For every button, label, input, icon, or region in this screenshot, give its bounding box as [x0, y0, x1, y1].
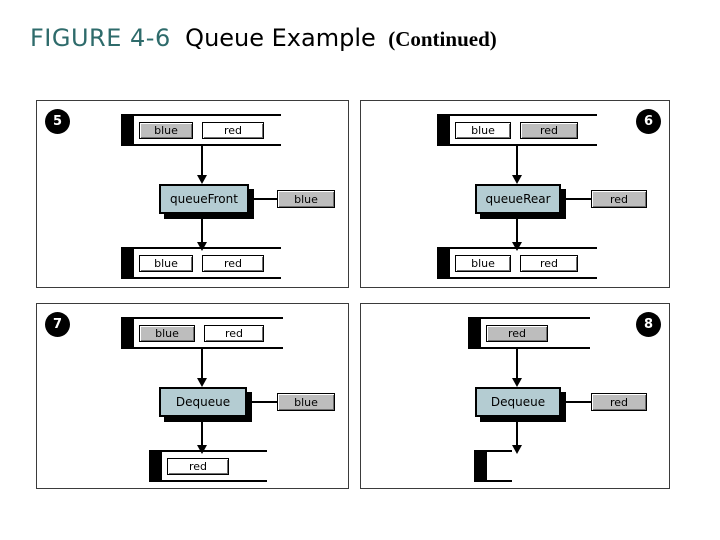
- arrow-down-to-process: [197, 349, 207, 387]
- queue-end-bar: [468, 317, 481, 349]
- figure-panel-5: 5 blue red queueFront blue blue red: [36, 100, 349, 288]
- queue-cells: blue red: [139, 252, 277, 274]
- queue-end-bar: [121, 114, 134, 146]
- queue-cell: red: [202, 121, 264, 139]
- queue-cell: blue: [139, 254, 193, 272]
- output-chip: red: [591, 393, 647, 411]
- bottom-queue: blue red: [121, 247, 281, 279]
- arrow-head: [197, 175, 207, 184]
- queue-bottom-rail: [437, 277, 597, 279]
- queue-end-bar: [121, 317, 134, 349]
- queue-cells: blue red: [139, 322, 279, 344]
- figure-panel-8: 8 red Dequeue red: [360, 303, 670, 489]
- queue-cells: red: [167, 455, 263, 477]
- queue-bottom-rail: [121, 347, 283, 349]
- process-box[interactable]: Dequeue: [475, 387, 561, 417]
- queue-cells: blue red: [455, 252, 593, 274]
- top-queue: blue red: [437, 114, 597, 146]
- figure-panel-6: 6 blue red queueRear red blue red: [360, 100, 670, 288]
- queue-bottom-rail: [474, 480, 512, 482]
- queue-bottom-rail: [149, 480, 267, 482]
- arrow-stem: [250, 198, 287, 200]
- arrow-stem: [201, 217, 203, 242]
- arrow-head: [512, 378, 522, 387]
- arrow-stem: [562, 198, 597, 200]
- top-queue: red: [468, 317, 590, 349]
- queue-bottom-rail: [121, 277, 281, 279]
- bottom-queue: blue red: [437, 247, 597, 279]
- figure-panel-7: 7 blue red Dequeue blue red: [36, 303, 349, 489]
- queue-top-rail: [121, 114, 281, 116]
- process-box[interactable]: queueFront: [159, 184, 249, 214]
- arrow-stem: [516, 420, 518, 445]
- arrow-stem: [516, 217, 518, 242]
- figure-continued-note: (Continued): [388, 27, 497, 51]
- output-chip: blue: [277, 190, 335, 208]
- arrow-stem: [516, 146, 518, 175]
- queue-end-bar: [149, 450, 162, 482]
- arrow-head: [512, 175, 522, 184]
- arrow-head: [512, 242, 522, 251]
- figure-number: FIGURE 4-6: [30, 24, 171, 52]
- queue-bottom-rail: [121, 144, 281, 146]
- queue-cell: red: [204, 324, 264, 342]
- queue-cell: red: [520, 254, 578, 272]
- arrow-stem: [201, 146, 203, 175]
- arrow-stem: [201, 420, 203, 445]
- panel-step-badge: 7: [45, 312, 70, 337]
- queue-cell: blue: [455, 254, 511, 272]
- queue-top-rail: [121, 317, 283, 319]
- queue-cells: blue red: [139, 119, 277, 141]
- arrow-head: [197, 378, 207, 387]
- top-queue: blue red: [121, 114, 281, 146]
- arrow-down-to-queue: [197, 217, 207, 251]
- arrow-down-to-queue: [197, 420, 207, 454]
- process-box[interactable]: Dequeue: [159, 387, 247, 417]
- panel-step-badge: 8: [636, 312, 661, 337]
- process-box[interactable]: queueRear: [475, 184, 561, 214]
- queue-cell: red: [486, 324, 548, 342]
- queue-cells: red: [486, 322, 586, 344]
- queue-cell: blue: [139, 324, 195, 342]
- queue-end-bar: [437, 247, 450, 279]
- arrow-down-to-queue: [512, 217, 522, 251]
- arrow-stem: [516, 349, 518, 378]
- arrow-head: [512, 445, 522, 454]
- queue-top-rail: [474, 450, 512, 452]
- queue-cell: red: [167, 457, 229, 475]
- queue-cell: red: [520, 121, 578, 139]
- queue-cells: blue red: [455, 119, 593, 141]
- queue-cell: red: [202, 254, 264, 272]
- arrow-stem: [562, 401, 597, 403]
- queue-top-rail: [437, 114, 597, 116]
- figure-caption: Queue Example: [185, 24, 376, 52]
- panel-step-badge: 6: [636, 109, 661, 134]
- queue-bottom-rail: [437, 144, 597, 146]
- queue-cell: blue: [139, 121, 193, 139]
- panel-step-badge: 5: [45, 109, 70, 134]
- bottom-queue-empty: [474, 450, 512, 482]
- figure-title: FIGURE 4-6 Queue Example (Continued): [30, 24, 497, 52]
- arrow-stem: [248, 401, 285, 403]
- queue-end-bar: [121, 247, 134, 279]
- queue-top-rail: [149, 450, 267, 452]
- output-chip: blue: [277, 393, 335, 411]
- bottom-queue: red: [149, 450, 267, 482]
- queue-top-rail: [121, 247, 281, 249]
- arrow-stem: [201, 349, 203, 378]
- queue-top-rail: [437, 247, 597, 249]
- queue-cell: blue: [455, 121, 511, 139]
- arrow-down-to-process: [512, 349, 522, 387]
- output-chip: red: [591, 190, 647, 208]
- queue-bottom-rail: [468, 347, 590, 349]
- arrow-down-to-process: [512, 146, 522, 184]
- arrow-down-to-queue: [512, 420, 522, 454]
- arrow-down-to-process: [197, 146, 207, 184]
- queue-top-rail: [468, 317, 590, 319]
- queue-end-bar: [474, 450, 487, 482]
- queue-end-bar: [437, 114, 450, 146]
- arrow-head: [197, 445, 207, 454]
- top-queue: blue red: [121, 317, 283, 349]
- arrow-head: [197, 242, 207, 251]
